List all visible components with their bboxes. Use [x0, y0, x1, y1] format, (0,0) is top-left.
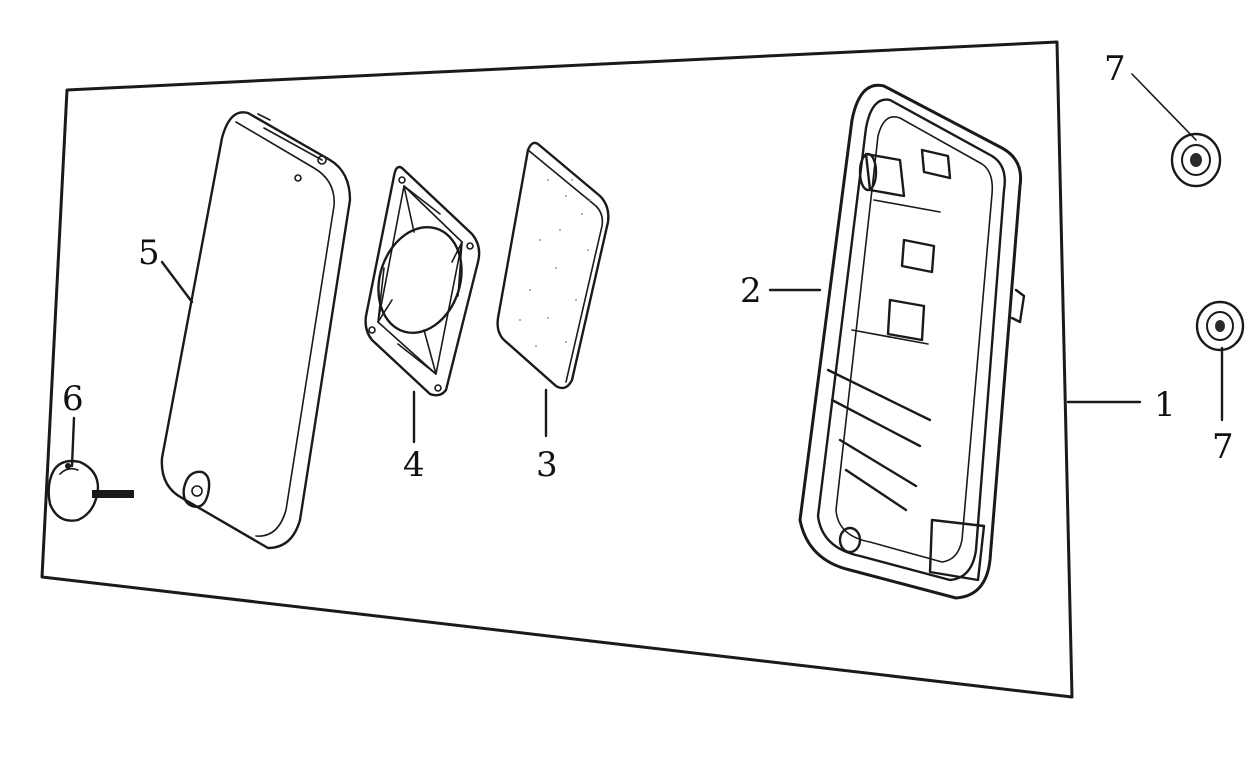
nut-top	[1170, 132, 1222, 188]
callout-1: 1	[1154, 385, 1176, 425]
leader-6	[70, 416, 76, 468]
assembly-frame	[40, 40, 1074, 699]
air-filter-housing	[798, 83, 1026, 600]
callout-7-bottom: 7	[1212, 427, 1234, 467]
callout-4: 4	[403, 445, 425, 485]
filter-frame	[364, 165, 481, 397]
leader-lines	[70, 73, 1224, 468]
leader-7-top	[1131, 73, 1197, 141]
callout-5: 5	[138, 233, 160, 273]
callout-6: 6	[62, 379, 84, 419]
callout-2: 2	[740, 271, 762, 311]
callout-3: 3	[536, 445, 558, 485]
callout-7-top: 7	[1104, 49, 1126, 89]
leader-5	[160, 260, 194, 304]
foam-filter-element	[496, 141, 610, 390]
wing-bolt	[47, 459, 134, 522]
air-filter-cover	[160, 111, 352, 550]
nut-bottom	[1195, 300, 1245, 352]
